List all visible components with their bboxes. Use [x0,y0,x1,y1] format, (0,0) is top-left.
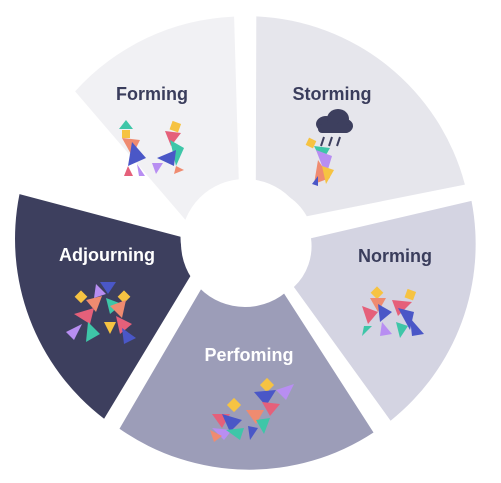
sector-perfoming [119,285,374,470]
tangram-figure-under-rain-cloud-icon [305,109,353,186]
sector-adjourning [15,194,193,419]
label-adjourning: Adjourning [59,245,155,265]
tangram-two-figures-together-icon [362,286,424,338]
tangram-figures-carrying-icon [210,377,294,442]
label-norming: Norming [358,246,432,266]
label-perfoming: Perfoming [204,345,293,365]
tangram-two-figures-icon [119,120,184,176]
label-forming: Forming [116,84,188,104]
sector-forming [75,16,239,222]
center-hole [181,179,309,307]
sector-storming [255,16,465,217]
label-storming: Storming [293,84,372,104]
